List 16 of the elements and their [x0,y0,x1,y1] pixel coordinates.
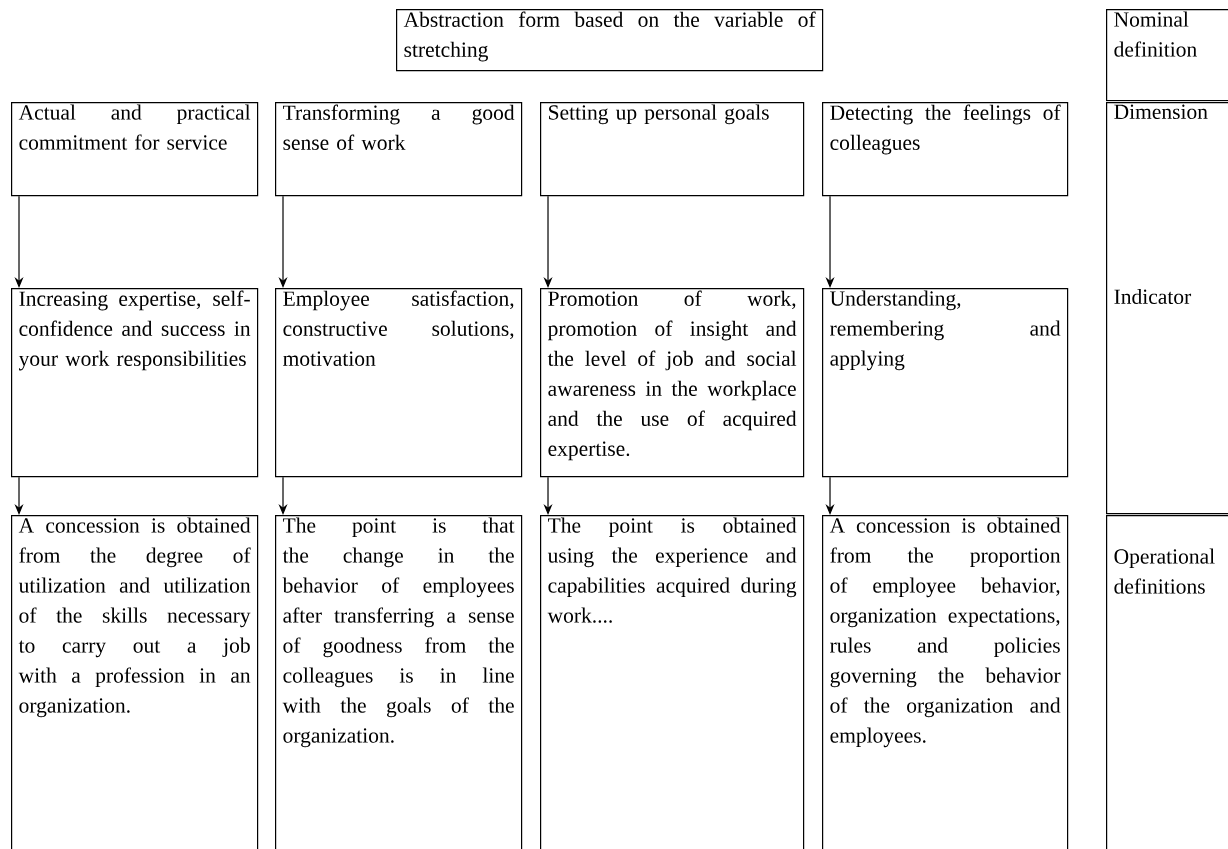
text-box: The point is obtained using the experience and capabilities acquired during work.... [540,515,805,849]
definition-box: Operational definitions [1106,515,1228,849]
text-box: Employee satisfaction, constructive solutions, motivation [275,288,523,478]
text-box: Detecting the feelings of colleagues [822,102,1069,197]
text-box: Understanding, remembering and applying [822,288,1069,478]
text-box: Promotion of work, promotion of insight and the level of job and social awareness in the workplace and the use of acquired expertise. [540,288,805,478]
text-box: Actual and practical commitment for service [11,102,259,197]
text-box: A concession is obtained from the degree of utilization and utilization of the skills necessary to carry out a job with a profession in an organization. [11,515,259,849]
text-box: Abstraction form based on the variable of stretching [396,9,824,72]
text-box: The point is that the change in the behavior of employees after transferring a sense of goodness from the colleagues is in line with the goals of the organization. [275,515,523,849]
definition-box: Dimension Indicator [1106,102,1228,515]
text-box: Increasing expertise, self-confidence and success in your work responsibilities [11,288,259,478]
text-box: Transforming a good sense of work [275,102,523,197]
text-box: Setting up personal goals [540,102,805,197]
definition-box: Nominal definition [1106,9,1228,102]
text-box: A concession is obtained from the proportion of employee behavior, organization expectations, rules and policies governing the behavior of the organization and employees. [822,515,1069,849]
